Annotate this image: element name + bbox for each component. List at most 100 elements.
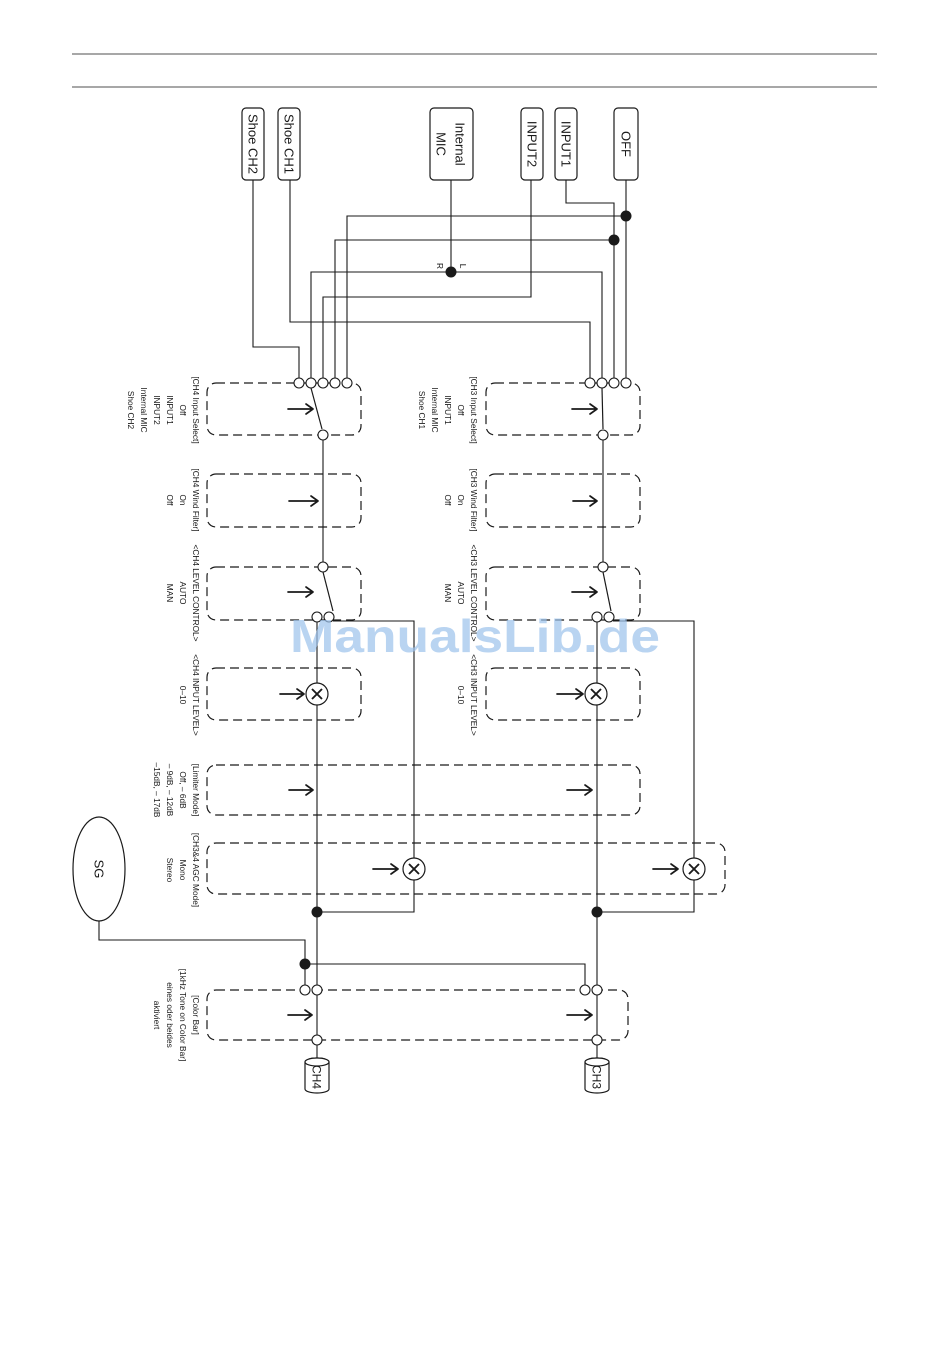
ch3-input-node-input1	[608, 377, 620, 389]
label-agc-mode: [CH3&4 AGC Mode] Mono Stereo	[165, 833, 201, 907]
arrow-right-icon	[288, 784, 314, 796]
ch3-level-input-node	[597, 561, 609, 573]
wire-shoe-ch2	[252, 180, 300, 383]
ch3-level-man-node	[591, 611, 603, 623]
ch4-level-control-lever	[322, 571, 334, 612]
output-cylinder-top	[584, 1057, 610, 1067]
arrow-right-icon	[566, 784, 593, 796]
ch3-input-node-off	[620, 377, 632, 389]
ch3-level-control-lever	[602, 571, 612, 612]
label-ch3-input-level: <CH3 INPUT LEVEL> 0–10	[456, 654, 479, 736]
wire-ch3-auto	[613, 620, 695, 858]
label-ch4-input-level: <CH4 INPUT LEVEL> 0–10	[178, 654, 201, 736]
label-ch3-wind-filter: [CH3 Wind Filter] On Off	[443, 468, 479, 531]
source-input1: INPUT1	[554, 107, 578, 181]
ch3-input-level-block	[485, 667, 641, 721]
junction-dot	[608, 234, 620, 246]
ch4-colorbar-output-node	[311, 1034, 323, 1046]
source-label: Shoe CH1	[282, 114, 297, 174]
ch3-colorbar-sg-node	[579, 984, 591, 996]
label-title: <CH3 INPUT LEVEL>	[469, 654, 479, 736]
label-option: Stereo	[165, 858, 175, 883]
ch3-select-output-node	[597, 429, 609, 441]
source-label-line1: Internal	[453, 122, 468, 165]
wire-input1-to-ch4	[334, 239, 614, 383]
ch4-input-level-multiplier-icon	[305, 682, 329, 706]
wire-sg-to-ch3	[305, 963, 586, 985]
ch4-select-output-node	[317, 429, 329, 441]
ch4-wind-filter-block	[206, 473, 362, 528]
multiply-icon	[408, 863, 420, 875]
label-option: eines oder beides	[165, 982, 175, 1048]
label-option: Off, – 6dB	[178, 771, 188, 809]
source-label-line2: MIC	[434, 132, 449, 156]
source-off: OFF	[613, 107, 639, 181]
arrow-right-icon	[288, 495, 319, 507]
label-option: AUTO	[456, 582, 466, 605]
ch4-colorbar-sg-node	[299, 984, 311, 996]
arrow-right-icon	[287, 1009, 313, 1021]
label-option: INPUT2	[152, 395, 162, 425]
function-blocks	[206, 382, 726, 1041]
label-title: [Limiter Mode]	[191, 764, 201, 817]
output-cylinder-top	[304, 1057, 330, 1067]
label-option: Internal MIC	[430, 387, 440, 432]
label-option: 0–10	[178, 686, 188, 705]
multiply-icon	[311, 688, 323, 700]
terminal-nodes	[293, 377, 632, 1046]
label-option: aktiviert	[152, 1001, 162, 1030]
ch4-input-node-internal-mic	[305, 377, 317, 389]
output-ch3: CH3	[584, 1057, 610, 1094]
source-label: Shoe CH2	[246, 114, 261, 174]
source-internal-mic: Internal MIC	[429, 107, 474, 181]
label-title: [CH4 Input Select]	[191, 376, 201, 443]
source-box	[277, 107, 301, 181]
source-label: INPUT1	[559, 121, 574, 167]
label-limiter-mode: [Limiter Mode] Off, – 6dB – 9dB, – 12dB …	[152, 763, 201, 818]
label-option: – 9dB, – 12dB	[165, 764, 175, 817]
label-option: MAN	[443, 584, 453, 602]
output-ch4: CH4	[304, 1057, 330, 1094]
label-option: Internal MIC	[139, 387, 149, 432]
junction-dot	[445, 266, 457, 278]
label-title: <CH4 LEVEL CONTROL>	[191, 545, 201, 642]
arrow-right-icon	[287, 586, 314, 598]
ch4-input-select-block	[206, 382, 362, 436]
junction-dot	[299, 958, 311, 970]
arrow-right-icon	[652, 863, 679, 875]
label-option: MAN	[165, 584, 175, 602]
label-option: INPUT1	[165, 395, 175, 425]
ch4-input-node-shoe-ch2	[293, 377, 305, 389]
label-ch3-level-control: <CH3 LEVEL CONTROL> AUTO MAN	[443, 545, 479, 642]
label-option: Off	[178, 405, 188, 417]
label-title: <CH4 INPUT LEVEL>	[191, 654, 201, 736]
wire-ch4-agc-out	[317, 880, 415, 913]
signal-generator: SG	[72, 816, 126, 922]
ch3-colorbar-signal-node	[591, 984, 603, 996]
ch4-level-man-node	[311, 611, 323, 623]
arrow-right-icon	[556, 688, 584, 700]
ch3-input-node-shoe-ch1	[584, 377, 596, 389]
arrow-right-icon	[566, 1009, 593, 1021]
label-ch4-wind-filter: [CH4 Wind Filter] On Off	[165, 468, 201, 531]
ch4-input-node-input1	[329, 377, 341, 389]
label-ch4-input-select: [CH4 Input Select] Off INPUT1 INPUT2 Int…	[126, 376, 201, 443]
ch4-input-level-block	[206, 667, 362, 721]
ch4-input-node-off	[341, 377, 353, 389]
mic-channel-right: R	[435, 263, 445, 269]
label-option: INPUT1	[443, 395, 453, 425]
ch3-wind-filter-block	[485, 473, 641, 528]
label-option: Off	[443, 495, 453, 507]
source-label: INPUT2	[525, 121, 540, 167]
ch3-level-control-block	[485, 566, 641, 621]
multiply-icon	[590, 688, 602, 700]
label-option: AUTO	[178, 582, 188, 605]
label-option: [1kHz Tone on Color Bar]	[178, 969, 188, 1062]
source-shoe-ch1: Shoe CH1	[277, 107, 301, 181]
watermark: ManualsLib.de	[290, 610, 660, 662]
label-option: Off	[165, 495, 175, 507]
wire-sg	[98, 921, 306, 985]
wire-ch3-agc-out	[597, 880, 695, 913]
label-ch3-input-select: [CH3 Input Select] Off INPUT1 Internal M…	[417, 376, 479, 443]
